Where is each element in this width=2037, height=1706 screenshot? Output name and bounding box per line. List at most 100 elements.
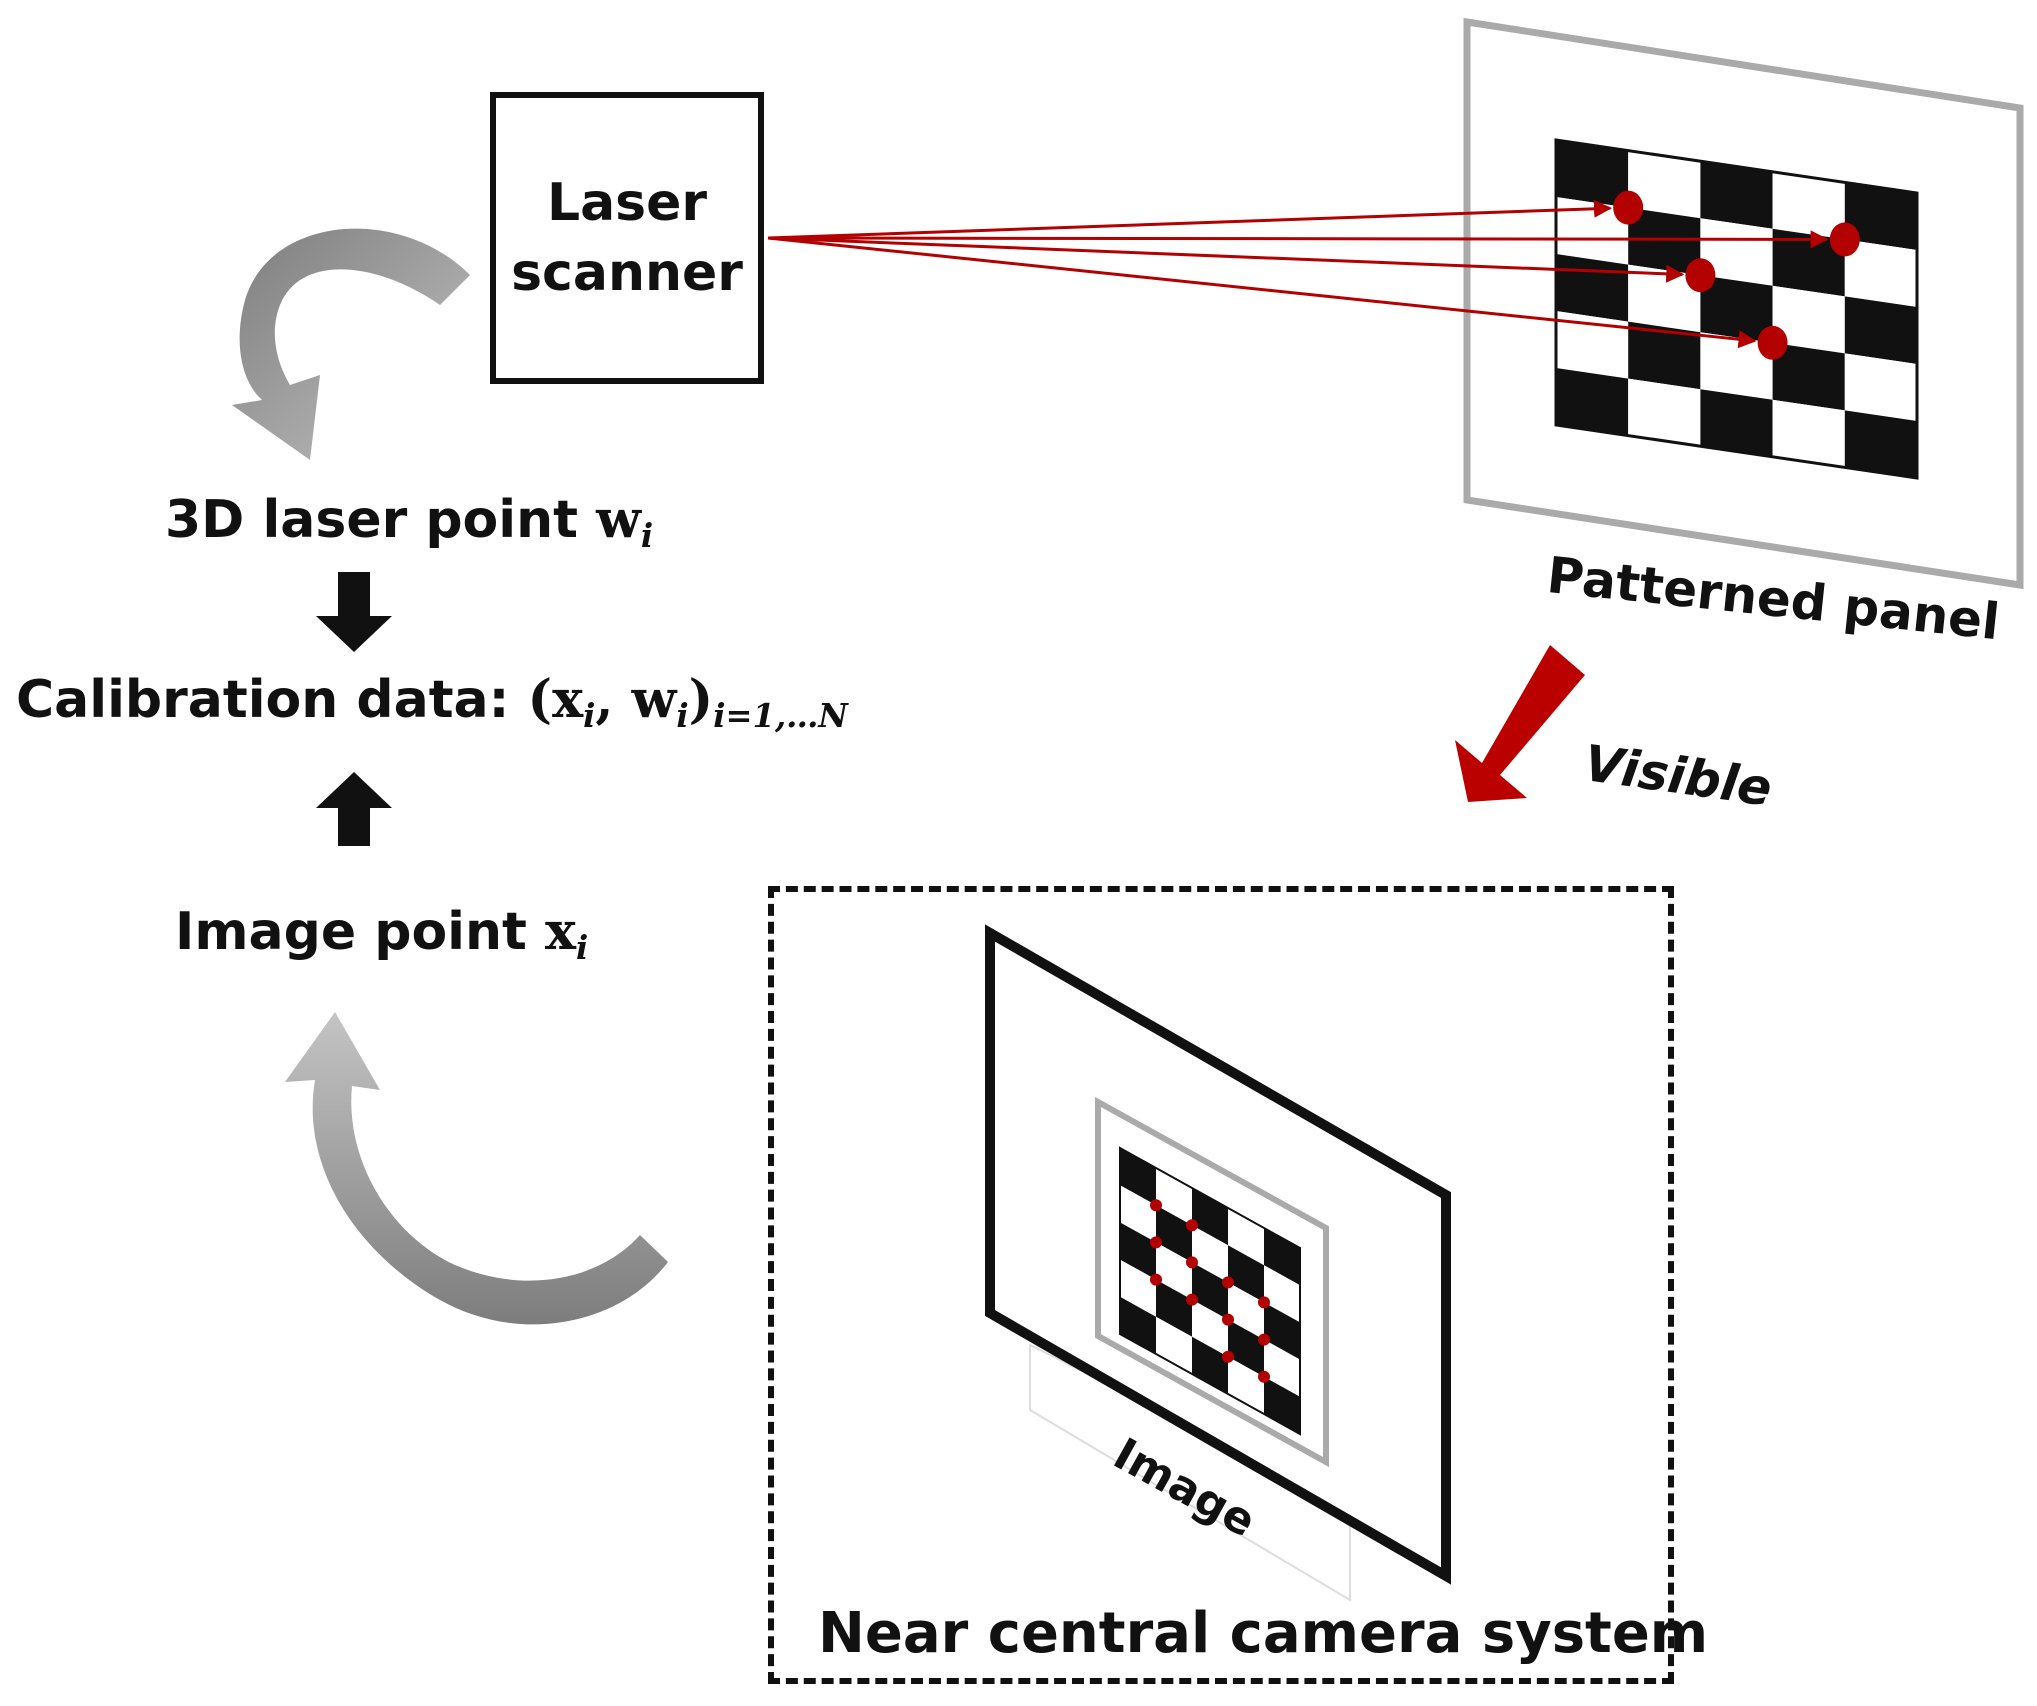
visible-arrow (1455, 645, 1585, 802)
calibration-open-paren: ( (527, 669, 553, 730)
checker-square (1628, 207, 1701, 276)
camera-checker-square (1156, 1279, 1192, 1337)
checker-square (1700, 275, 1773, 343)
laser-scanner-label-line2: scanner (511, 243, 743, 303)
calibration-w-sub: i (676, 697, 689, 736)
checker-square (1772, 342, 1845, 411)
camera-checker-square (1156, 1205, 1192, 1263)
laser-ray (767, 236, 1757, 349)
checker-square (1556, 311, 1629, 379)
camera-checker-square (1264, 1376, 1300, 1434)
camera-checker-square (1192, 1336, 1228, 1394)
camera-checker-square (1264, 1228, 1300, 1286)
checker-square (1844, 353, 1917, 421)
calibration-range: i=1,…N (713, 697, 848, 736)
camera-checker-square (1120, 1259, 1156, 1317)
checker-square (1628, 378, 1701, 447)
camera-checker-square (1156, 1316, 1192, 1374)
laser-point-var: w (596, 489, 641, 550)
laser-scanner-box: Laser scanner (490, 92, 764, 384)
image-point-label: Image point xi (175, 906, 588, 965)
image-dot (1186, 1293, 1198, 1306)
image-dot (1150, 1236, 1162, 1249)
camera-checker-square (1120, 1296, 1156, 1354)
laser-point-text: 3D laser point (165, 490, 597, 550)
camera-checker-square (1264, 1265, 1300, 1323)
checker-square (1844, 239, 1917, 307)
camera-checker-square (1192, 1225, 1228, 1283)
image-dot (1258, 1370, 1270, 1383)
checker-square (1556, 140, 1629, 208)
checker-square (1628, 321, 1701, 390)
camera-checker-square (1120, 1148, 1156, 1206)
image-dot (1222, 1276, 1234, 1289)
laser-point-sub: i (640, 517, 654, 556)
calibration-x-sub: i (583, 697, 596, 736)
checker-square (1556, 254, 1629, 322)
camera-checker-square (1156, 1242, 1192, 1300)
checker-square (1700, 161, 1773, 229)
image-dot (1258, 1296, 1270, 1309)
calibration-comma: , (595, 669, 632, 730)
image-dot (1150, 1199, 1162, 1212)
image-dot (1258, 1333, 1270, 1346)
calibration-w: w (631, 669, 677, 730)
laser-scanner-label-line1: Laser (546, 172, 708, 233)
checker-square (1700, 218, 1773, 286)
camera-checker-square (1120, 1222, 1156, 1280)
cycle-arrow-top (232, 228, 470, 460)
calibration-x: x (552, 669, 584, 730)
laser-dot (1757, 325, 1788, 360)
calibration-close-paren: ) (688, 669, 714, 730)
image-dot (1150, 1273, 1162, 1286)
checker-square (1700, 389, 1773, 457)
checkerboard (1554, 138, 1919, 480)
laser-scanner-label: Laser scanner (511, 168, 743, 308)
image-dot (1186, 1256, 1198, 1269)
laser-dot (1613, 190, 1644, 225)
camera-checker-square (1228, 1356, 1264, 1414)
arrow-up (316, 772, 392, 846)
camera-system-box (768, 886, 1674, 1684)
laser-point-label: 3D laser point wi (165, 494, 653, 553)
laser-ray (767, 230, 1829, 249)
checker-square (1772, 171, 1845, 240)
camera-checker-square (1228, 1245, 1264, 1303)
camera-checkerboard (1119, 1146, 1301, 1436)
camera-checker-square (1264, 1339, 1300, 1397)
checker-square (1844, 410, 1917, 478)
camera-checker-square (1228, 1319, 1264, 1377)
camera-checker-square (1228, 1282, 1264, 1340)
camera-checker-square (1192, 1188, 1228, 1246)
camera-checker-square (1156, 1168, 1192, 1226)
arrow-down (316, 572, 392, 652)
calibration-data-label: Calibration data: (xi, wi)i=1,…N (16, 674, 848, 733)
checker-square (1772, 285, 1845, 354)
image-point-var: x (544, 901, 576, 962)
checker-square (1628, 150, 1701, 219)
laser-rays (767, 199, 1829, 349)
checker-square (1772, 399, 1845, 468)
calibration-text: Calibration data: (16, 670, 528, 730)
laser-ray (767, 199, 1613, 240)
laser-dot (1829, 222, 1860, 257)
image-dot (1222, 1350, 1234, 1363)
checker-border (1554, 138, 1919, 480)
checker-square (1700, 332, 1773, 400)
image-point-sub: i (575, 929, 589, 968)
laser-ray (767, 236, 1685, 283)
laser-dot (1685, 258, 1716, 293)
cycle-arrow-bottom (285, 1012, 668, 1325)
checker-square (1844, 296, 1917, 364)
image-dot (1186, 1219, 1198, 1232)
camera-checker-square (1264, 1302, 1300, 1360)
checker-square (1844, 182, 1917, 250)
image-point-text: Image point (175, 902, 545, 962)
camera-checker-border (1119, 1146, 1301, 1436)
camera-checker-square (1228, 1208, 1264, 1266)
camera-checker-square (1120, 1185, 1156, 1243)
camera-checker-square (1192, 1299, 1228, 1357)
checker-square (1556, 368, 1629, 436)
